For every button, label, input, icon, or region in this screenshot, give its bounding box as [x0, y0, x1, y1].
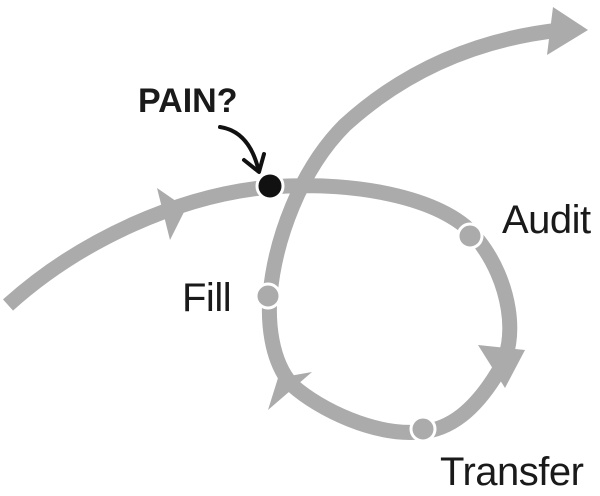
direction-arrow-icon-lower-left — [268, 372, 312, 410]
transfer-node — [409, 415, 437, 443]
fill-node — [254, 282, 282, 310]
transfer-label: Transfer — [440, 450, 584, 494]
pain-callout-arrow — [218, 125, 260, 170]
audit-label: Audit — [502, 198, 591, 242]
direction-arrow-icon-upper-left — [157, 188, 186, 240]
pain-callout-arrowhead-icon — [242, 152, 266, 174]
pain-point-node — [255, 171, 285, 201]
audit-node — [456, 222, 484, 250]
end-arrowhead-icon — [547, 7, 588, 55]
fill-label: Fill — [182, 276, 232, 320]
direction-arrow-icon-right — [478, 345, 525, 388]
pain-label: PAIN? — [138, 82, 238, 120]
